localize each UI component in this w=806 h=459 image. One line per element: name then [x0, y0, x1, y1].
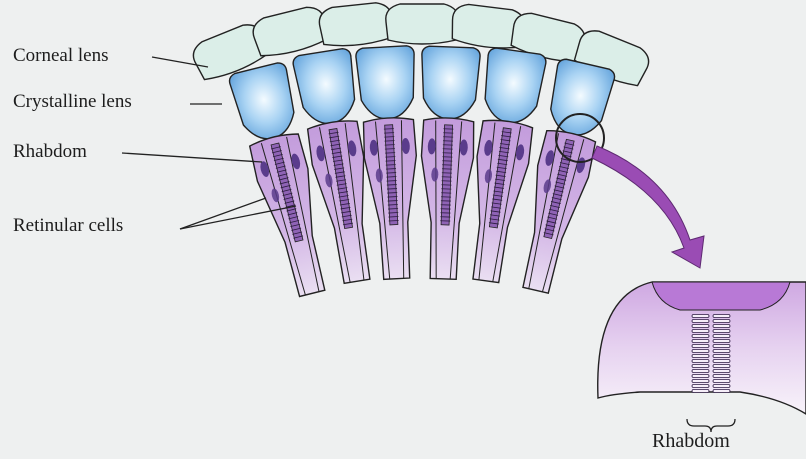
ommatidium	[414, 46, 480, 280]
rhabdom-label: Rhabdom	[13, 141, 87, 163]
microvillus	[692, 390, 709, 393]
microvillus	[713, 345, 730, 348]
microvillus	[692, 345, 709, 348]
microvillus	[713, 325, 730, 328]
microvillus	[713, 355, 730, 358]
microvillus	[692, 380, 709, 383]
corneal-lens-segment	[318, 1, 394, 48]
corneal-lens-label: Corneal lens	[13, 45, 109, 67]
corneal-lens-segment	[386, 4, 458, 44]
microvillus	[713, 340, 730, 343]
microvillus	[692, 330, 709, 333]
microvillus	[692, 325, 709, 328]
crystalline-lens	[543, 58, 616, 141]
microvillus	[713, 370, 730, 373]
microvillus	[692, 355, 709, 358]
leader-line	[122, 153, 262, 162]
microvillus	[692, 340, 709, 343]
retinular-cells-label: Retinular cells	[13, 215, 123, 237]
microvillus	[713, 375, 730, 378]
ommatidia-row	[228, 45, 616, 300]
microvillus	[713, 390, 730, 393]
crystalline-lens	[479, 47, 547, 126]
microvillus	[692, 360, 709, 363]
crystalline-lens	[356, 45, 418, 120]
crystalline-lens-label: Crystalline lens	[13, 91, 132, 113]
crystalline-lens	[420, 46, 481, 120]
rhabdom-magnified-view	[556, 114, 806, 432]
magnify-arrow	[592, 146, 704, 268]
microvillus	[713, 315, 730, 318]
crystalline-lens	[292, 48, 361, 128]
corneal-lens-segment	[250, 4, 330, 60]
leader-line	[180, 198, 266, 229]
microvillus	[713, 385, 730, 388]
microvillus	[692, 385, 709, 388]
microvillus	[692, 335, 709, 338]
microvillus	[692, 320, 709, 323]
ommatidium	[356, 45, 426, 280]
crystalline-lens	[228, 61, 302, 145]
microvillus	[692, 315, 709, 318]
microvillus	[713, 330, 730, 333]
microvillus	[713, 365, 730, 368]
microvillus	[713, 335, 730, 338]
microvillus	[713, 380, 730, 383]
magnified-cap	[652, 282, 790, 310]
microvillus	[692, 375, 709, 378]
microvillus	[713, 320, 730, 323]
microvillus	[692, 365, 709, 368]
microvillus	[713, 350, 730, 353]
rhabdom-detail-label: Rhabdom	[652, 430, 730, 453]
microvillus	[692, 350, 709, 353]
microvillus	[713, 360, 730, 363]
microvillus	[692, 370, 709, 373]
